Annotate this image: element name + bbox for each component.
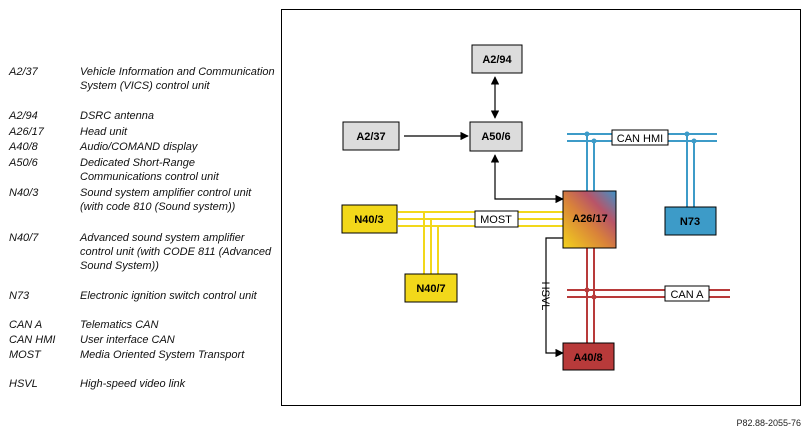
node-label: A40/8 xyxy=(573,352,602,364)
hsvl-link xyxy=(545,237,564,358)
node-label: N40/3 xyxy=(354,214,383,226)
legend-description: High-speed video link xyxy=(80,378,186,390)
diagram-frame xyxy=(281,9,801,406)
node-a26-17: A26/17 xyxy=(562,190,617,249)
legend-description: Head unit xyxy=(80,126,128,138)
node-label: A2/37 xyxy=(356,131,385,143)
arrow-a50-6-a26-17 xyxy=(490,154,564,204)
legend-description: Audio/COMAND display xyxy=(80,141,198,153)
node-n40-7: N40/7 xyxy=(404,273,458,303)
can-hmi-label: CAN HMI xyxy=(611,129,669,146)
node-label: A26/17 xyxy=(572,213,607,225)
legend-description: Advanced sound system amplifier control … xyxy=(80,232,272,272)
legend-description: Media Oriented System Transport xyxy=(80,349,245,361)
legend-description: User interface CAN xyxy=(80,334,175,346)
legend-description: Vehicle Information and Communication Sy… xyxy=(80,66,275,92)
node-a40-8: A40/8 xyxy=(562,342,615,371)
node-label: A50/6 xyxy=(481,131,510,143)
legend-code: N40/7 xyxy=(9,232,39,244)
legend-code: A40/8 xyxy=(9,141,38,153)
can-a-label: CAN A xyxy=(664,285,710,302)
legend-code: CAN A xyxy=(9,319,43,331)
node-label: N73 xyxy=(680,216,700,228)
legend-description: Dedicated Short-Range Communications con… xyxy=(80,157,219,183)
legend-code: A2/37 xyxy=(9,66,38,78)
svg-text:CAN HMI: CAN HMI xyxy=(617,133,663,145)
legend-code: A50/6 xyxy=(9,157,38,169)
node-label: A2/94 xyxy=(482,54,512,66)
legend-description: Electronic ignition switch control unit xyxy=(80,290,257,302)
legend: A2/37 Vehicle Information and Communicat… xyxy=(0,0,280,437)
legend-code: N40/3 xyxy=(9,187,39,199)
legend-code: MOST xyxy=(9,349,41,361)
legend-description: Telematics CAN xyxy=(80,319,159,331)
legend-code: N73 xyxy=(9,290,30,302)
svg-text:MOST: MOST xyxy=(480,214,512,226)
legend-description: Sound system amplifier control unit (wit… xyxy=(80,187,252,213)
svg-text:CAN A: CAN A xyxy=(670,289,704,301)
figure-reference: P82.88-2055-76 xyxy=(736,418,801,428)
connection-lines xyxy=(404,76,564,358)
legend-code: A26/17 xyxy=(9,126,44,138)
most-label: MOST xyxy=(474,210,519,228)
node-a2-94: A2/94 xyxy=(471,44,523,74)
node-n40-3: N40/3 xyxy=(341,204,398,234)
legend-code: HSVL xyxy=(9,378,38,390)
node-label: N40/7 xyxy=(416,283,445,295)
node-a2-37: A2/37 xyxy=(342,121,400,151)
legend-code: CAN HMI xyxy=(9,334,56,346)
node-a50-6: A50/6 xyxy=(469,121,523,152)
legend-description: DSRC antenna xyxy=(80,110,154,122)
hsvl-label: HSVL xyxy=(539,282,551,311)
legend-code: A2/94 xyxy=(9,110,38,122)
node-n73: N73 xyxy=(664,206,717,236)
